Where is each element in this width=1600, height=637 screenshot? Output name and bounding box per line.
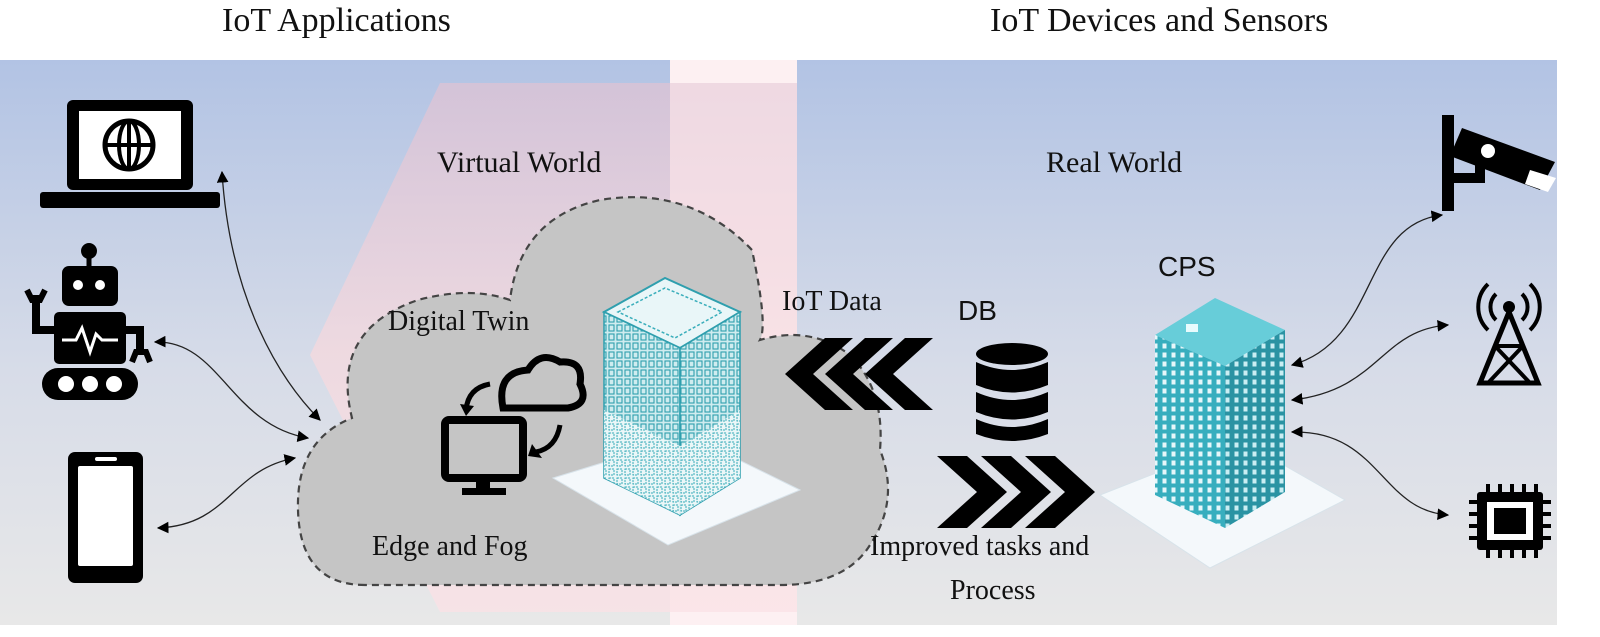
database-icon — [976, 343, 1048, 441]
application-connectors — [153, 170, 321, 534]
device-connectors — [1290, 210, 1450, 521]
smartphone-connector-arrow — [156, 454, 297, 534]
improved-line2-label: Process — [950, 575, 1036, 606]
improved-line1-label: Improved tasks and — [870, 531, 1089, 562]
radio-tower-icon — [1476, 282, 1542, 386]
wireframe-building-icon — [551, 276, 802, 546]
edge-fog-label: Edge and Fog — [372, 531, 528, 562]
cps-building-icon — [1098, 298, 1347, 569]
improved-chevrons — [937, 456, 1095, 528]
devices-header: IoT Devices and Sensors — [990, 2, 1329, 39]
chip-connector-arrow — [1290, 425, 1450, 521]
virtual-world-label: Virtual World — [437, 146, 601, 179]
laptop-globe-icon — [40, 100, 220, 208]
iot-data-label: IoT Data — [782, 286, 882, 317]
cps-label: CPS — [1158, 251, 1216, 282]
robot-connector-arrow — [153, 335, 310, 443]
sync-computer-cloud-icon — [441, 354, 587, 495]
microchip-icon — [1469, 484, 1551, 558]
robot-icon — [24, 243, 153, 400]
smartphone-icon — [68, 452, 143, 583]
real-world-label: Real World — [1046, 146, 1182, 179]
db-label: DB — [958, 295, 997, 326]
applications-header: IoT Applications — [222, 2, 451, 39]
iot-data-chevrons — [785, 338, 933, 410]
security-camera-icon — [1442, 115, 1556, 211]
tower-connector-arrow — [1290, 319, 1450, 405]
digital-twin-label: Digital Twin — [388, 306, 529, 337]
